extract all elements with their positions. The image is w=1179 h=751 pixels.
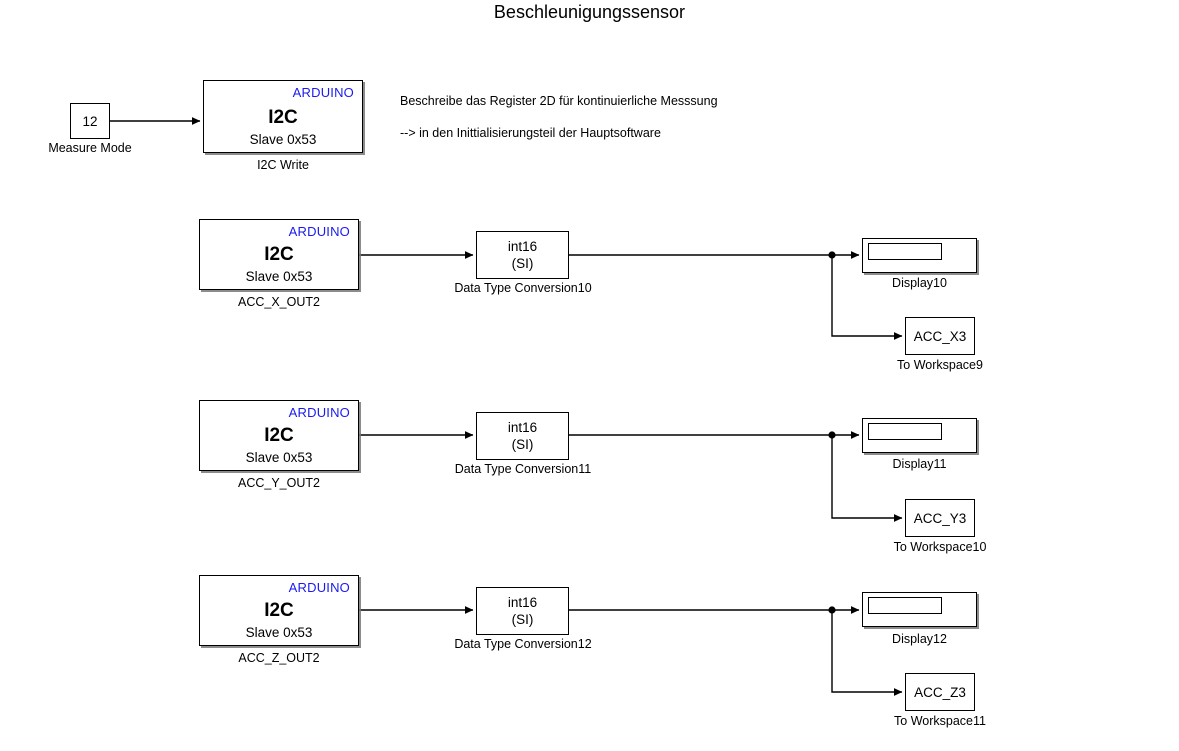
i2c-protocol-label: I2C	[264, 244, 294, 265]
constant-measure-mode-caption: Measure Mode	[48, 141, 132, 155]
i2c-slave-address: Slave 0x53	[249, 132, 317, 147]
i2c-slave-address: Slave 0x53	[245, 269, 313, 284]
arduino-vendor-label: ARDUINO	[292, 85, 354, 100]
signal-junction-dot-y	[828, 431, 836, 439]
display-12-caption: Display12	[892, 632, 947, 646]
wire-junction-to-workspace11	[831, 610, 903, 696]
data-type-conversion-12-caption: Data Type Conversion12	[454, 637, 592, 651]
to-workspace-10-variable: ACC_Y3	[913, 510, 967, 526]
i2c-protocol-label: I2C	[264, 425, 294, 446]
wire-junction-to-workspace9	[831, 255, 903, 340]
to-workspace-11-variable: ACC_Z3	[914, 684, 966, 700]
i2c-read-block-acc-x[interactable]: ARDUINO I2C Slave 0x53	[199, 219, 359, 290]
data-type-conversion-10-caption: Data Type Conversion10	[454, 281, 592, 295]
to-workspace-10-caption: To Workspace10	[893, 540, 987, 554]
display-10[interactable]	[862, 238, 977, 273]
i2c-slave-address: Slave 0x53	[245, 450, 313, 465]
annotation-init: --> in den Inittialisierungsteil der Hau…	[400, 126, 661, 140]
i2c-protocol-label: I2C	[264, 600, 294, 621]
i2c-slave-address: Slave 0x53	[245, 625, 313, 640]
signal-junction-dot-z	[828, 606, 836, 614]
signal-junction-dot-x	[828, 251, 836, 259]
i2c-read-acc-y-caption: ACC_Y_OUT2	[238, 476, 320, 490]
data-type-conversion-10[interactable]: int16 (SI)	[476, 231, 569, 279]
to-workspace-9[interactable]: ACC_X3	[905, 317, 975, 355]
i2c-read-block-acc-y[interactable]: ARDUINO I2C Slave 0x53	[199, 400, 359, 471]
conversion-type-line2: (SI)	[511, 612, 534, 627]
display-12-readout	[868, 597, 942, 614]
i2c-read-acc-x-caption: ACC_X_OUT2	[238, 295, 320, 309]
conversion-type-line2: (SI)	[511, 437, 534, 452]
display-10-caption: Display10	[892, 276, 947, 290]
display-11-readout	[868, 423, 942, 440]
i2c-write-block[interactable]: ARDUINO I2C Slave 0x53	[203, 80, 363, 153]
conversion-type-line2: (SI)	[511, 256, 534, 271]
to-workspace-9-variable: ACC_X3	[913, 328, 967, 344]
i2c-protocol-label: I2C	[268, 107, 298, 128]
i2c-read-block-acc-z[interactable]: ARDUINO I2C Slave 0x53	[199, 575, 359, 646]
i2c-write-caption: I2C Write	[257, 158, 309, 172]
conversion-type-line1: int16	[507, 239, 538, 254]
constant-measure-mode[interactable]: 12	[70, 103, 110, 139]
display-11[interactable]	[862, 418, 977, 453]
i2c-read-acc-z-caption: ACC_Z_OUT2	[238, 651, 320, 665]
page-title: Beschleunigungssensor	[493, 2, 686, 22]
wire-junction-to-workspace10	[831, 435, 903, 522]
arduino-vendor-label: ARDUINO	[288, 580, 350, 595]
to-workspace-10[interactable]: ACC_Y3	[905, 499, 975, 537]
conversion-type-line1: int16	[507, 595, 538, 610]
arduino-vendor-label: ARDUINO	[288, 224, 350, 239]
conversion-type-text: int16 (SI)	[477, 232, 568, 278]
data-type-conversion-11[interactable]: int16 (SI)	[476, 412, 569, 460]
display-12[interactable]	[862, 592, 977, 627]
display-10-readout	[868, 243, 942, 260]
data-type-conversion-11-caption: Data Type Conversion11	[454, 462, 592, 476]
display-11-caption: Display11	[892, 457, 947, 471]
conversion-type-line1: int16	[507, 420, 538, 435]
to-workspace-11[interactable]: ACC_Z3	[905, 673, 975, 711]
to-workspace-9-caption: To Workspace9	[897, 358, 983, 372]
conversion-type-text: int16 (SI)	[477, 588, 568, 634]
annotation-register: Beschreibe das Register 2D für kontinuie…	[400, 94, 718, 108]
arduino-vendor-label: ARDUINO	[288, 405, 350, 420]
to-workspace-11-caption: To Workspace11	[894, 714, 986, 728]
data-type-conversion-12[interactable]: int16 (SI)	[476, 587, 569, 635]
constant-value: 12	[82, 113, 98, 129]
conversion-type-text: int16 (SI)	[477, 413, 568, 459]
